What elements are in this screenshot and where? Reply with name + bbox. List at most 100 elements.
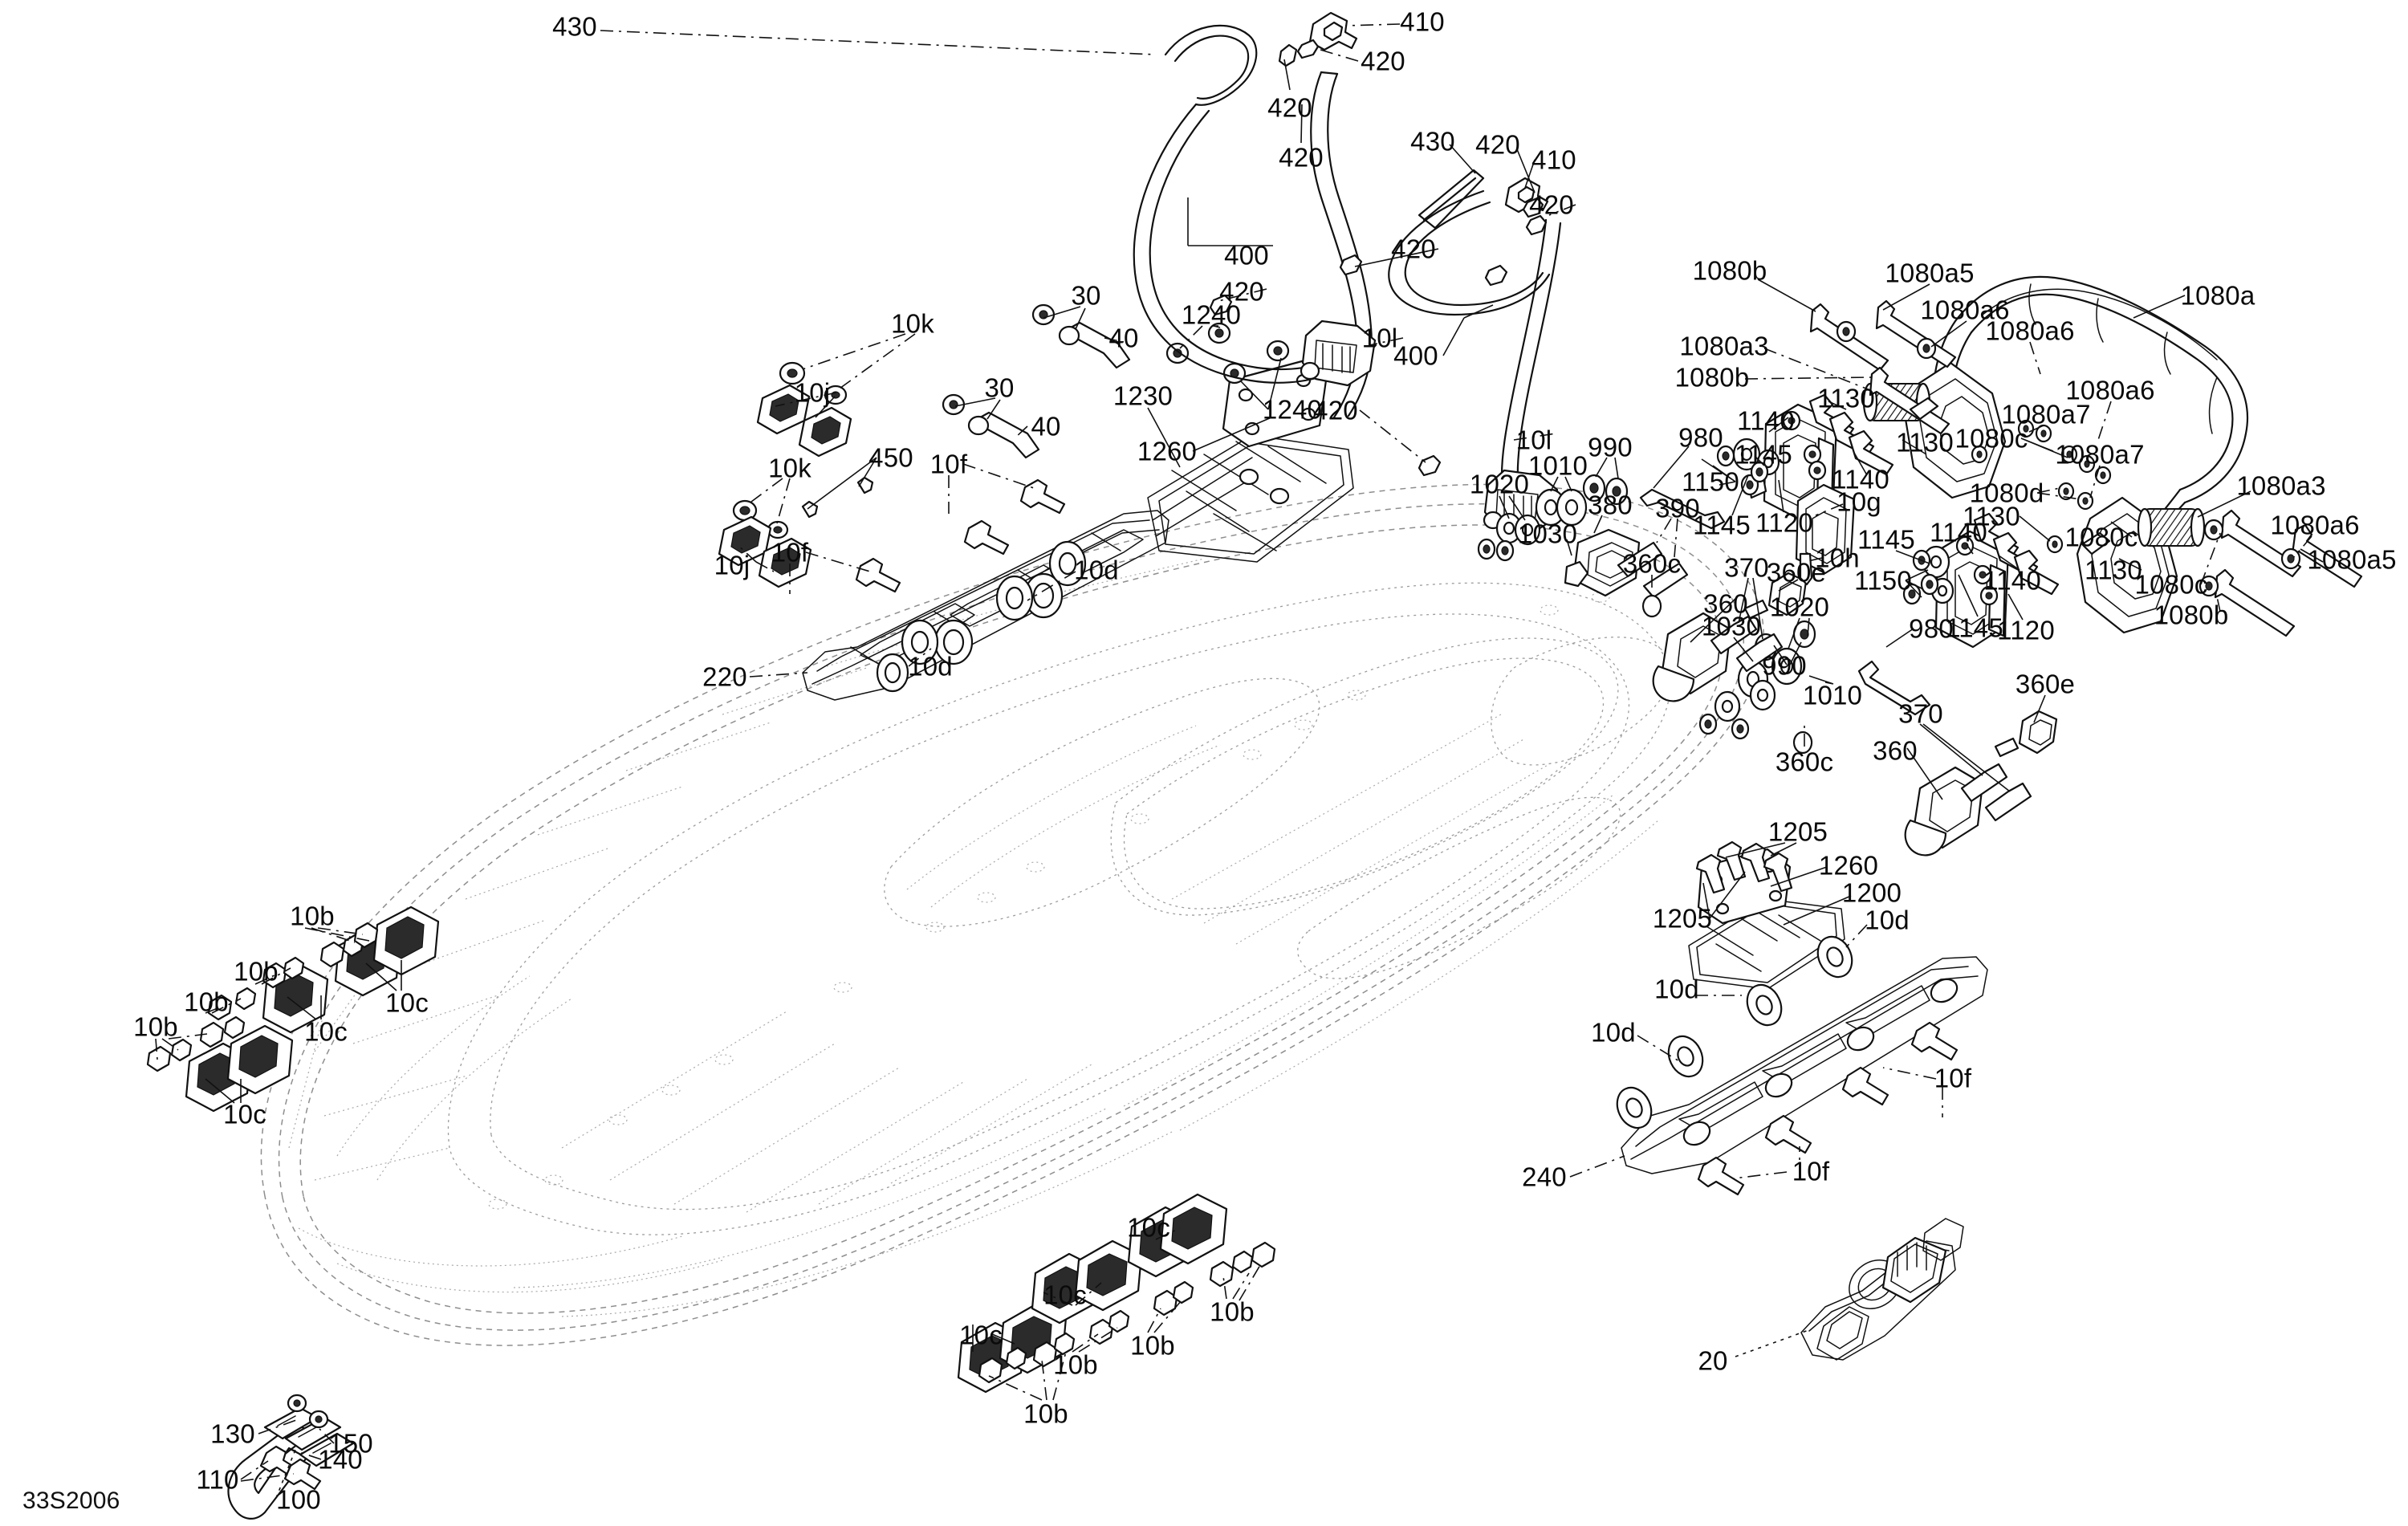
grab-handle-assembly — [1809, 275, 2363, 637]
callout-380: 380 — [1588, 490, 1633, 520]
callout-1260: 1260 — [1818, 850, 1879, 881]
callout-10j: 10j — [794, 377, 831, 408]
callout-10b: 10b — [290, 901, 335, 931]
callout-150: 150 — [328, 1428, 373, 1459]
left-footrest-assembly — [718, 303, 1169, 701]
callout-990: 990 — [1588, 432, 1633, 462]
callout-1080a3: 1080a3 — [1679, 331, 1769, 361]
callout-1140: 1140 — [1930, 517, 1987, 547]
callout-1080a6: 1080a6 — [1985, 315, 2075, 346]
callout-10b: 10b — [133, 1011, 178, 1042]
callout-1240: 1240 — [1181, 299, 1242, 330]
callout-430: 430 — [552, 11, 597, 42]
callout-360: 360 — [1873, 735, 1918, 766]
callout-420: 420 — [1475, 129, 1520, 160]
callout-400: 400 — [1224, 240, 1269, 271]
callout-10c: 10c — [959, 1320, 1003, 1350]
callout-1130: 1130 — [1963, 501, 2020, 531]
callout-360: 360 — [1703, 588, 1748, 619]
callout-1150: 1150 — [1682, 466, 1739, 497]
callout-220: 220 — [702, 661, 747, 692]
callout-1080b: 1080b — [1674, 362, 1750, 393]
callout-420: 420 — [1529, 189, 1574, 220]
callout-10b: 10b — [1023, 1398, 1068, 1429]
callout-10f: 10f — [1934, 1063, 1972, 1093]
callout-10c: 10c — [1043, 1280, 1087, 1310]
callout-1080a7: 1080a7 — [2001, 399, 2091, 429]
callout-40: 40 — [1108, 323, 1139, 353]
callout-140: 140 — [318, 1444, 363, 1475]
callout-10d: 10d — [908, 651, 953, 682]
callout-10d: 10d — [1591, 1017, 1636, 1048]
callout-1145: 1145 — [1857, 524, 1915, 555]
callout-1145: 1145 — [1735, 439, 1792, 470]
callout-1120: 1120 — [1755, 507, 1813, 538]
callout-400: 400 — [1393, 340, 1438, 371]
callout-1130: 1130 — [1817, 383, 1875, 413]
callout-410: 410 — [1531, 144, 1576, 175]
callout-980: 980 — [1678, 422, 1723, 453]
callout-1080d: 1080d — [1969, 478, 2044, 508]
callout-1200: 1200 — [1841, 877, 1902, 908]
lower-left-clip-cluster — [146, 905, 440, 1113]
callout-1080a5: 1080a5 — [1885, 258, 1975, 288]
callout-10k: 10k — [891, 308, 934, 339]
callout-10b: 10b — [184, 987, 229, 1017]
callout-1230: 1230 — [1112, 380, 1173, 411]
callout-1260: 1260 — [1137, 436, 1198, 466]
callout-1020: 1020 — [1469, 469, 1530, 499]
callout-420: 420 — [1313, 395, 1358, 425]
callout-1130: 1130 — [1896, 427, 1954, 458]
callout-10f: 10f — [771, 537, 809, 568]
callout-10c: 10c — [223, 1099, 266, 1129]
boarding-mat-assembly — [1147, 322, 1354, 563]
callout-130: 130 — [210, 1418, 255, 1449]
callout-10b: 10b — [1053, 1349, 1098, 1380]
callout-370: 370 — [1898, 698, 1943, 729]
callout-420: 420 — [1219, 276, 1264, 307]
callout-30: 30 — [1071, 280, 1101, 311]
bottom-center-clip-cluster — [957, 1193, 1276, 1394]
callout-10f: 10f — [929, 449, 968, 479]
callout-360e: 360e — [2015, 669, 2076, 699]
callout-390: 390 — [1655, 493, 1700, 523]
callout-1030: 1030 — [1701, 611, 1762, 641]
callout-1205: 1205 — [1767, 816, 1828, 847]
callout-370: 370 — [1724, 552, 1769, 583]
callout-1130: 1130 — [2085, 555, 2142, 585]
callout-1010: 1010 — [1802, 680, 1863, 710]
part-20-handle — [1800, 1218, 1964, 1361]
callout-980: 980 — [1909, 613, 1954, 644]
callout-10c: 10c — [304, 1016, 348, 1047]
callout-1205: 1205 — [1652, 903, 1713, 934]
callout-10c: 10c — [1127, 1212, 1170, 1243]
callout-1145: 1145 — [1693, 510, 1751, 540]
callout-360c: 360c — [1622, 548, 1682, 579]
callout-1080a3: 1080a3 — [2236, 470, 2326, 501]
leader-lines — [155, 23, 2324, 1499]
callout-10b: 10b — [234, 956, 279, 987]
callout-10l: 10l — [1361, 323, 1398, 353]
tool-cluster — [227, 1394, 355, 1520]
callout-240: 240 — [1522, 1162, 1567, 1192]
callout-10j: 10j — [714, 550, 750, 580]
center-hardware-cluster — [1477, 474, 2058, 857]
callout-1150: 1150 — [1854, 565, 1912, 596]
callout-420: 420 — [1279, 142, 1324, 173]
right-footrest-assembly — [1616, 840, 1988, 1196]
callout-420: 420 — [1361, 46, 1405, 76]
callout-20: 20 — [1698, 1345, 1728, 1376]
callout-410: 410 — [1400, 6, 1445, 37]
callout-420: 420 — [1391, 234, 1436, 264]
callout-430: 430 — [1410, 126, 1455, 157]
callout-30: 30 — [984, 372, 1015, 403]
drawing-number: 33S2006 — [22, 1487, 120, 1514]
latch-bracket-cluster — [1716, 393, 2060, 649]
callout-1080a: 1080a — [2180, 280, 2255, 311]
callout-1145: 1145 — [1946, 612, 2003, 643]
callout-1080c: 1080c — [2064, 522, 2138, 552]
callout-1010: 1010 — [1527, 450, 1588, 481]
callout-1080a7: 1080a7 — [2055, 439, 2145, 470]
